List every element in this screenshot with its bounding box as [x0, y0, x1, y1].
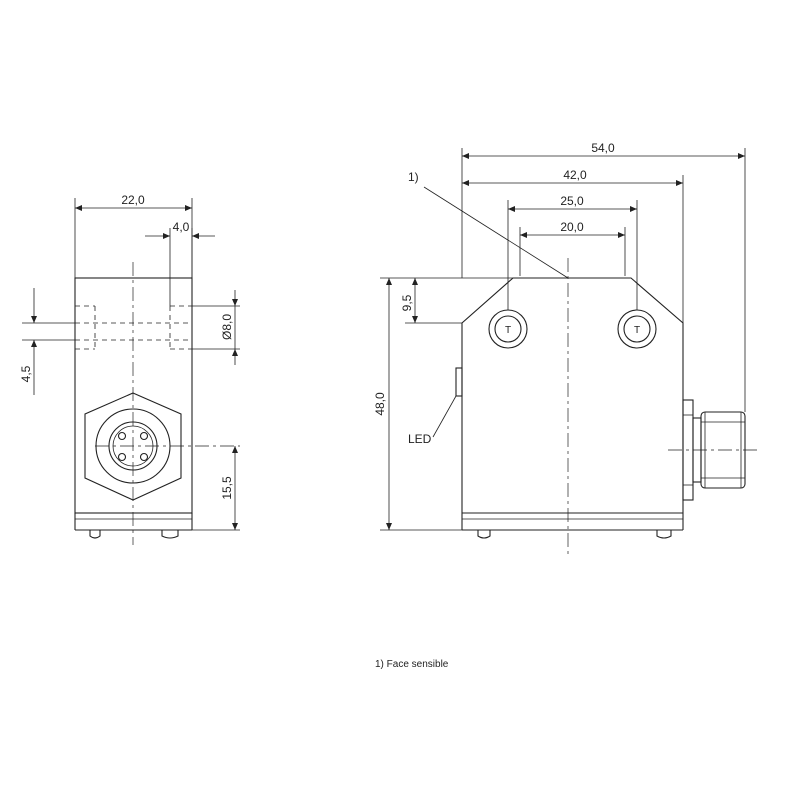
- side-foot-left: [89, 530, 101, 539]
- dim-side-width: 22,0: [74, 193, 193, 278]
- svg-text:1): 1): [408, 170, 419, 184]
- side-foot-right: [161, 530, 179, 539]
- dim-side-offset: 4,5: [19, 288, 75, 395]
- front-foot-left: [477, 530, 491, 539]
- led-indicator: [455, 367, 463, 397]
- sensing-face-pointer: 1): [408, 170, 569, 279]
- dim-side-hole: Ø8,0: [192, 290, 240, 365]
- front-connector: [668, 399, 758, 501]
- svg-text:20,0: 20,0: [560, 220, 584, 234]
- svg-text:22,0: 22,0: [121, 193, 145, 207]
- svg-text:4,0: 4,0: [173, 220, 190, 234]
- svg-text:4,5: 4,5: [19, 365, 33, 382]
- dim-front-hole-inner: 20,0: [519, 220, 626, 276]
- svg-text:42,0: 42,0: [563, 168, 587, 182]
- dim-front-top-offset: 9,5: [400, 278, 462, 324]
- connector-pin-1: [117, 431, 127, 441]
- connector-pin-3: [117, 452, 127, 462]
- svg-text:T: T: [505, 325, 511, 336]
- front-body-outline: [461, 277, 684, 513]
- svg-text:48,0: 48,0: [373, 392, 387, 416]
- footnote-text: 1) Face sensible: [375, 659, 449, 670]
- svg-text:25,0: 25,0: [560, 194, 584, 208]
- dim-front-body-width: 42,0: [462, 168, 684, 323]
- svg-text:9,5: 9,5: [400, 294, 414, 311]
- front-view: T T LED 54,0: [373, 141, 758, 555]
- led-label: LED: [408, 432, 432, 446]
- connector-pin-4: [139, 452, 149, 462]
- front-foot-right: [656, 530, 672, 539]
- dim-front-hole-outer: 25,0: [507, 194, 638, 310]
- svg-text:54,0: 54,0: [591, 141, 615, 155]
- dim-front-total-width: 54,0: [461, 141, 746, 412]
- side-hidden-hole: [75, 305, 192, 350]
- side-view: 22,0 4,0 Ø8,0 4,5: [19, 193, 240, 545]
- svg-text:15,5: 15,5: [220, 476, 234, 500]
- side-connector-hex: [84, 392, 182, 501]
- dim-front-height: 48,0: [373, 277, 513, 531]
- led-leader: [432, 395, 457, 438]
- svg-text:T: T: [634, 325, 640, 336]
- svg-text:Ø8,0: Ø8,0: [220, 314, 234, 340]
- connector-pin-2: [139, 431, 149, 441]
- dim-side-slot: 4,0: [145, 220, 215, 306]
- mounting-hole-left: T: [488, 309, 528, 349]
- mounting-hole-right: T: [617, 309, 657, 349]
- side-body-outline: [74, 277, 193, 514]
- dim-side-connector-height: 15,5: [192, 446, 240, 531]
